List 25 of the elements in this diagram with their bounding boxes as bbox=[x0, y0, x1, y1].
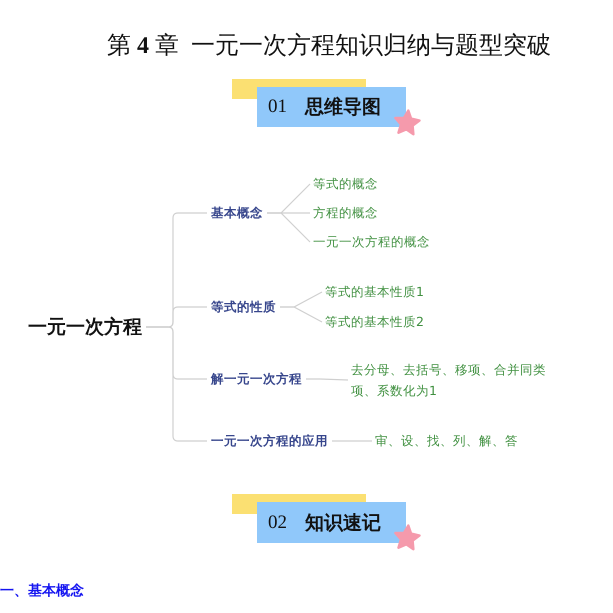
page-title: 第 4 章 一元一次方程知识归纳与题型突破 bbox=[107, 32, 551, 61]
section-banner bbox=[257, 87, 406, 127]
leaf-topic: 一元一次方程的概念 bbox=[310, 233, 433, 251]
connector-line bbox=[267, 212, 310, 242]
connector-line bbox=[146, 326, 207, 442]
leaf-topic: 方程的概念 bbox=[310, 204, 381, 222]
root-topic: 一元一次方程 bbox=[24, 314, 146, 340]
branch-topic: 一元一次方程的应用 bbox=[207, 432, 332, 450]
section-banner bbox=[257, 502, 406, 543]
branch-topic: 解一元一次方程 bbox=[207, 370, 306, 388]
section-number: 01 bbox=[268, 96, 287, 118]
section-heading: 思维导图 bbox=[305, 95, 381, 119]
section-subheading: 一、基本概念 bbox=[0, 583, 84, 601]
section-heading: 知识速记 bbox=[305, 510, 381, 534]
section-number: 02 bbox=[268, 512, 287, 534]
connector-line bbox=[306, 378, 348, 381]
leaf-topic: 等式的基本性质1 bbox=[322, 283, 427, 301]
leaf-topic: 等式的概念 bbox=[310, 175, 381, 193]
branch-topic: 基本概念 bbox=[207, 204, 267, 222]
connector-line bbox=[280, 306, 322, 323]
connector-line bbox=[332, 440, 372, 442]
leaf-topic: 去分母、去括号、移项、合并同类项、系数化为1 bbox=[348, 359, 553, 401]
branch-topic: 等式的性质 bbox=[207, 298, 280, 316]
leaf-topic: 审、设、找、列、解、答 bbox=[372, 432, 521, 450]
leaf-topic: 等式的基本性质2 bbox=[322, 313, 427, 331]
